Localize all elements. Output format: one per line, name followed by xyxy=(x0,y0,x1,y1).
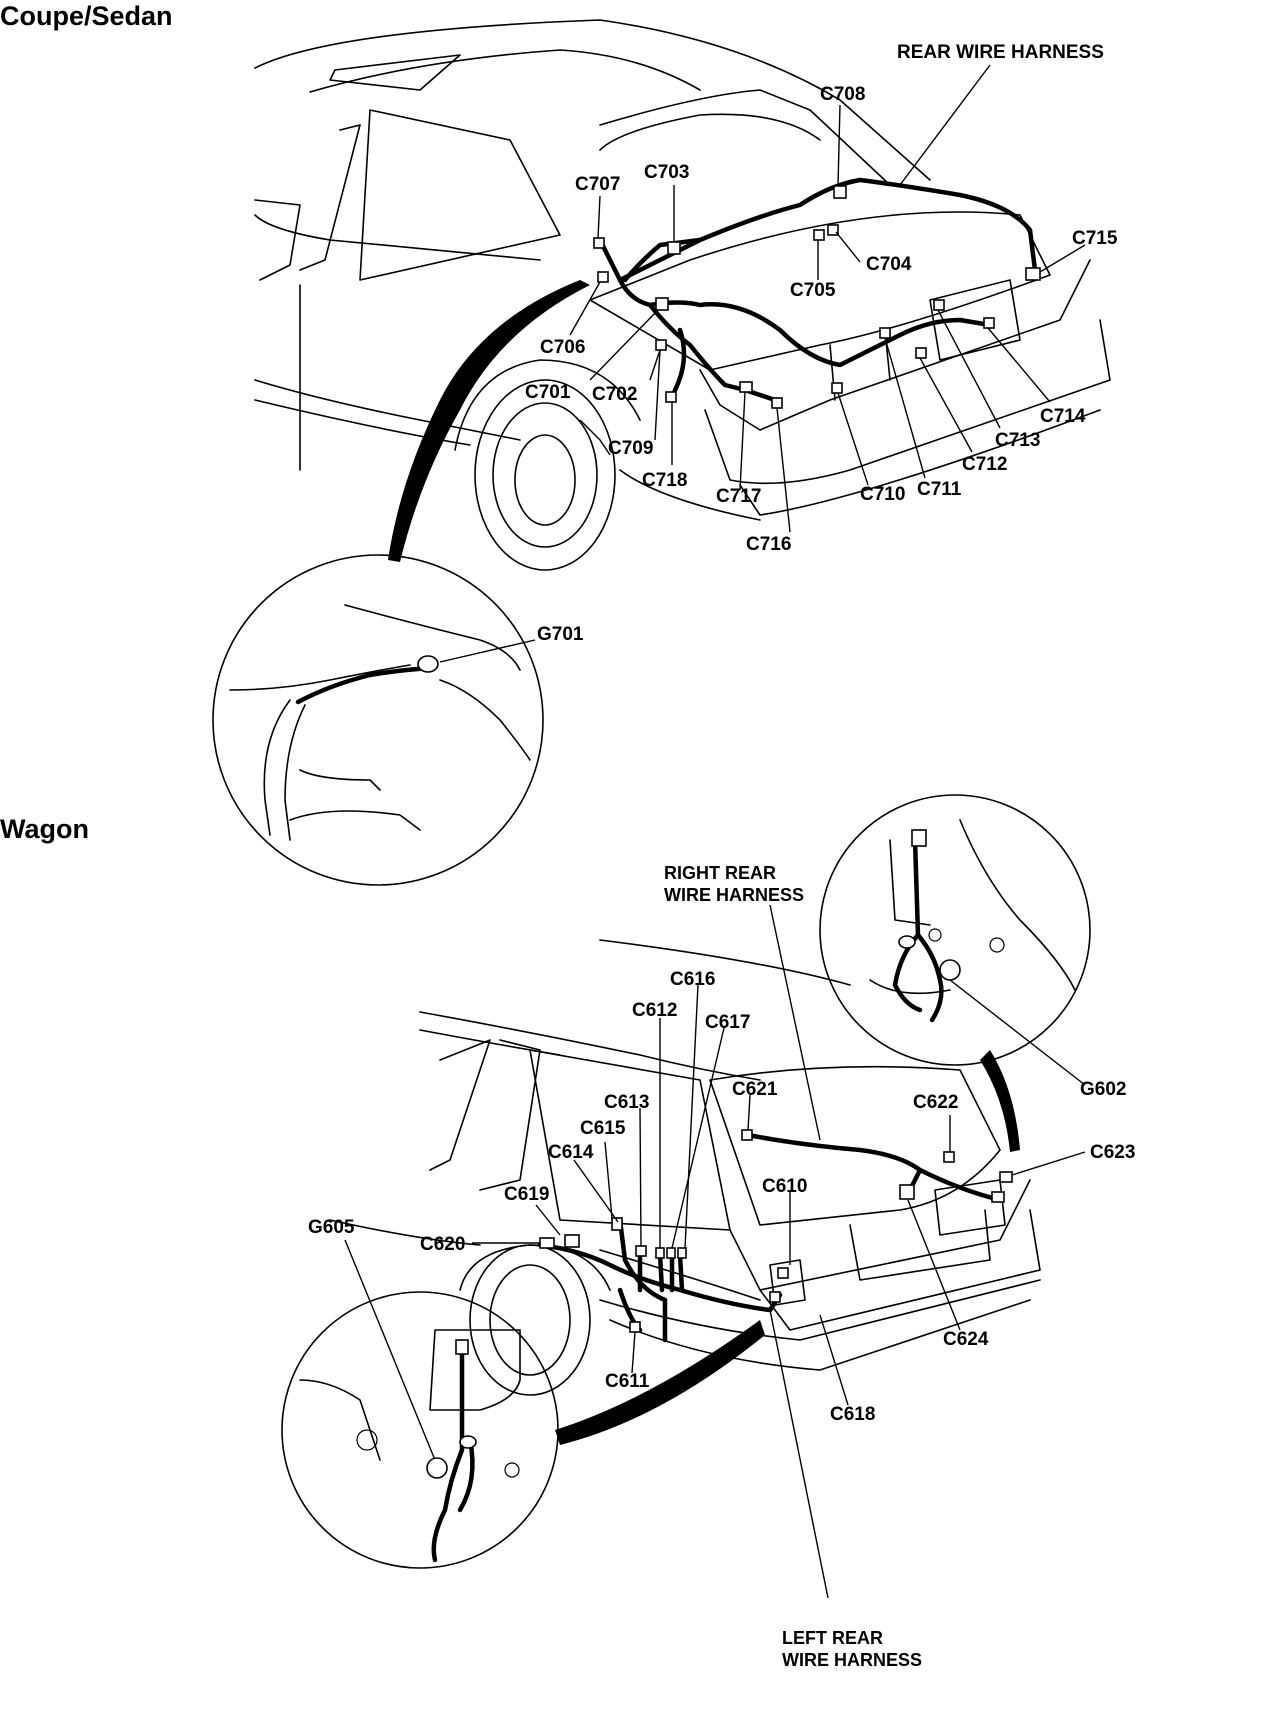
label-right-rear-line2: WIRE HARNESS xyxy=(664,885,804,905)
coupe-labels: REAR WIRE HARNESS C708 C703 C707 C715 C7… xyxy=(525,42,1118,555)
label-c711: C711 xyxy=(917,479,962,500)
label-c613: C613 xyxy=(604,1092,649,1113)
label-c622: C622 xyxy=(913,1092,958,1113)
label-c705: C705 xyxy=(790,280,836,301)
coupe-car-body xyxy=(254,19,1111,571)
coupe-g701-callout: G701 xyxy=(212,280,590,886)
label-c610: C610 xyxy=(762,1176,807,1197)
label-c704: C704 xyxy=(866,254,912,275)
label-g701: G701 xyxy=(537,624,584,645)
wagon-connectors xyxy=(539,1129,1013,1333)
wagon-g602-callout xyxy=(819,794,1091,1152)
label-c717: C717 xyxy=(716,486,761,507)
label-c619: C619 xyxy=(504,1184,549,1205)
label-c620: C620 xyxy=(420,1234,465,1255)
label-c710: C710 xyxy=(860,484,905,505)
label-c615: C615 xyxy=(580,1118,626,1139)
wagon-harnesses xyxy=(537,1132,1003,1343)
label-c713: C713 xyxy=(995,430,1040,451)
label-c701: C701 xyxy=(525,382,571,403)
label-c621: C621 xyxy=(732,1079,778,1100)
label-c624: C624 xyxy=(943,1329,989,1350)
label-g605: G605 xyxy=(308,1217,355,1238)
label-c702: C702 xyxy=(592,384,637,405)
label-g602: G602 xyxy=(1080,1079,1126,1100)
label-c708: C708 xyxy=(820,84,865,105)
label-rear-wire-harness: REAR WIRE HARNESS xyxy=(897,42,1104,63)
label-right-rear-line1: RIGHT REAR xyxy=(664,863,776,883)
label-c614: C614 xyxy=(548,1142,594,1163)
label-c714: C714 xyxy=(1040,406,1086,427)
wagon-g605-callout xyxy=(281,1291,765,1569)
label-c617: C617 xyxy=(705,1012,750,1033)
label-c623: C623 xyxy=(1090,1142,1135,1163)
label-c616: C616 xyxy=(670,969,715,990)
label-c715: C715 xyxy=(1072,228,1118,249)
label-c612: C612 xyxy=(632,1000,677,1021)
wagon-title: Wagon xyxy=(0,814,89,844)
wagon-leader-lines xyxy=(344,904,1086,1599)
label-c618: C618 xyxy=(830,1404,875,1425)
wagon-car-body xyxy=(329,939,1041,1396)
label-left-rear-line2: WIRE HARNESS xyxy=(782,1650,922,1670)
label-c706: C706 xyxy=(540,337,585,358)
label-c703: C703 xyxy=(644,162,689,183)
label-c712: C712 xyxy=(962,454,1007,475)
coupe-sedan-title: Coupe/Sedan xyxy=(0,1,173,31)
label-c718: C718 xyxy=(642,470,687,491)
label-c611: C611 xyxy=(605,1371,650,1392)
label-left-rear-line1: LEFT REAR xyxy=(782,1628,883,1648)
label-c707: C707 xyxy=(575,174,620,195)
coupe-connectors xyxy=(593,185,1041,409)
coupe-rear-wire-harness xyxy=(597,177,1038,403)
label-c709: C709 xyxy=(608,438,653,459)
label-c716: C716 xyxy=(746,534,791,555)
wagon-labels: RIGHT REAR WIRE HARNESS C616 C612 C617 C… xyxy=(308,863,1135,1670)
coupe-leader-lines xyxy=(569,64,1086,533)
